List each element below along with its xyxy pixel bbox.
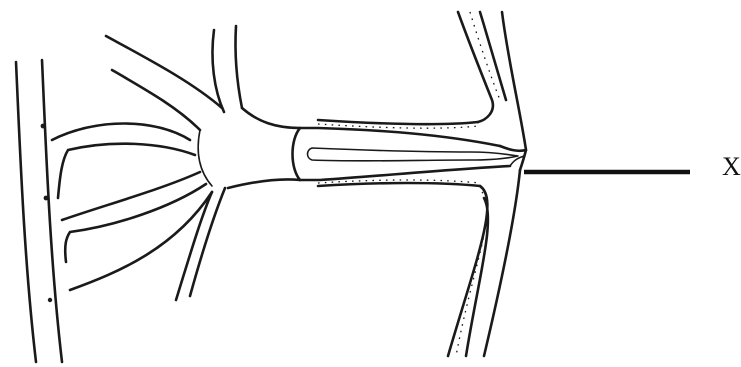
myelin-sheath: [293, 120, 511, 186]
cell-body: [176, 108, 300, 300]
left-vertical-process: [16, 60, 62, 362]
lower-right-tube: [448, 170, 520, 356]
label-x: X: [722, 152, 741, 181]
upper-right-tube: [458, 12, 526, 150]
upper-dendrites: [106, 26, 242, 130]
axon-core: [308, 148, 519, 161]
